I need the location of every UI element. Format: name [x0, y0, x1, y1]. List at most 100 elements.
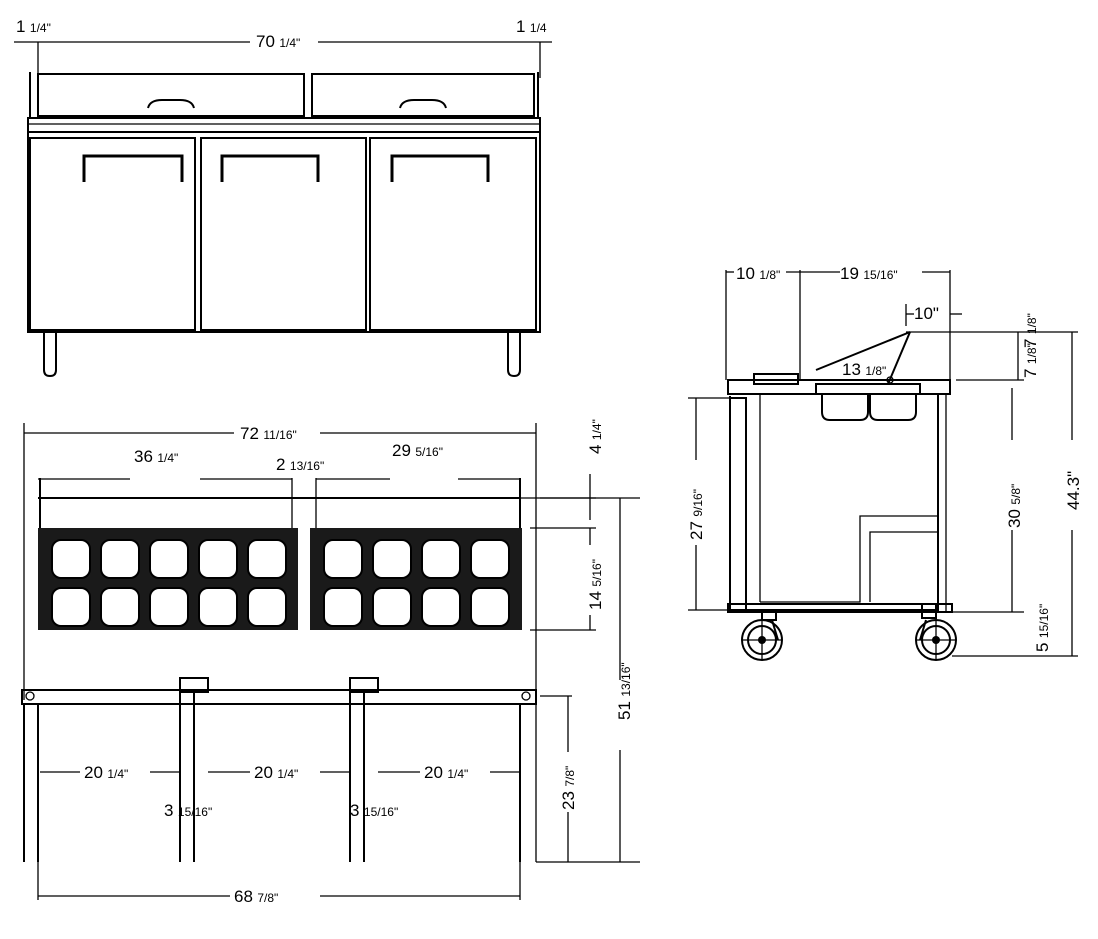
ingredient-pan [247, 539, 287, 579]
top-door-3-whole: 20 [424, 763, 443, 782]
svg-text:13 1/8": 13 1/8" [842, 360, 886, 379]
side-top-depth-whole: 19 [840, 264, 859, 283]
top-plan: 72 11/16" 36 1/4" 2 13/16" 29 5/16" 4 1/… [21, 419, 640, 906]
front-width-whole: 70 [256, 32, 275, 51]
top-door-2-whole: 20 [254, 763, 273, 782]
side-caster-height-whole: 5 [1033, 643, 1052, 652]
side-cabinet-height-whole: 27 [687, 521, 706, 540]
side-lid-height-whole: 7 [1021, 339, 1040, 348]
top-lid-depth-frac: 1/4" [590, 419, 604, 440]
ingredient-pan [198, 539, 238, 579]
top-overall-depth-frac: 13/16" [619, 662, 633, 696]
svg-text:19 15/16": 19 15/16" [840, 264, 898, 283]
svg-text:1 1/4: 1 1/4 [516, 17, 547, 36]
top-door-1-frac: 1/4" [107, 767, 128, 781]
top-lid-depth-whole: 4 [586, 445, 605, 454]
ingredient-pan [470, 587, 510, 627]
ingredient-pan [51, 587, 91, 627]
top-right-lid-whole: 29 [392, 441, 411, 460]
ingredient-pan [51, 539, 91, 579]
top-door-1-whole: 20 [84, 763, 103, 782]
svg-text:68 7/8": 68 7/8" [234, 887, 278, 906]
front-width-frac: 1/4" [279, 36, 300, 50]
side-elevation: 10 1/8" 19 15/16" 10" 13 1/8" [687, 264, 1083, 661]
ingredient-pan [421, 539, 461, 579]
side-rail-depth-frac: 1/8" [759, 268, 780, 282]
side-pan-2 [869, 394, 917, 421]
ingredient-pan [149, 587, 189, 627]
side-lower-height-frac: 1/8" [1025, 343, 1039, 364]
ingredient-pan [100, 587, 140, 627]
ingredient-pan [323, 539, 363, 579]
top-pan-depth-whole: 14 [586, 591, 605, 610]
ingredient-pan [100, 539, 140, 579]
svg-text:29 5/16": 29 5/16" [392, 441, 443, 460]
svg-text:20 1/4": 20 1/4" [424, 763, 468, 782]
side-rail-depth-whole: 10 [736, 264, 755, 283]
side-caster-right [915, 603, 957, 661]
side-top-depth-frac: 15/16" [863, 268, 897, 282]
top-overall-depth-whole: 51 [615, 701, 634, 720]
top-left-lid-whole: 36 [134, 447, 153, 466]
side-pan-opening-whole: 13 [842, 360, 861, 379]
top-gap-frac: 13/16" [290, 459, 324, 473]
ingredient-pan [372, 539, 412, 579]
svg-text:51 13/16": 51 13/16" [615, 662, 634, 720]
top-mullion-2-frac: 15/16" [364, 805, 398, 819]
top-base-width-whole: 68 [234, 887, 253, 906]
side-lid-height-frac: 1/8" [1025, 313, 1039, 334]
svg-text:23 7/8": 23 7/8" [559, 766, 578, 810]
svg-text:4 1/4": 4 1/4" [586, 419, 605, 454]
svg-text:36 1/4": 36 1/4" [134, 447, 178, 466]
side-caster-height-frac: 15/16" [1037, 604, 1051, 638]
top-right-lid-frac: 5/16" [415, 445, 443, 459]
svg-text:10 1/8": 10 1/8" [736, 264, 780, 283]
svg-text:27 9/16": 27 9/16" [687, 489, 706, 540]
side-pan-1 [821, 394, 869, 421]
side-total-height: 44.3" [1064, 471, 1083, 510]
side-work-height-frac: 5/8" [1009, 484, 1023, 505]
side-lid-open: 10" [914, 304, 939, 323]
svg-text:1 1/4": 1 1/4" [16, 17, 51, 36]
svg-text:5 15/16": 5 15/16" [1033, 604, 1052, 652]
ingredient-pan [372, 587, 412, 627]
svg-text:7 1/8": 7 1/8" [1021, 343, 1040, 378]
front-caster-left [43, 332, 57, 378]
top-overall-width-frac: 11/16" [263, 428, 296, 442]
top-left-lid-frac: 1/4" [157, 451, 178, 465]
top-door-2-frac: 1/4" [277, 767, 298, 781]
top-mullion-1-whole: 3 [164, 801, 173, 820]
svg-text:14 5/16": 14 5/16" [586, 559, 605, 610]
svg-text:2 13/16": 2 13/16" [276, 455, 324, 474]
lid-handle-left [147, 99, 195, 109]
ingredient-pan [421, 587, 461, 627]
side-work-height-whole: 30 [1005, 509, 1024, 528]
ingredient-pan [247, 587, 287, 627]
top-gap-whole: 2 [276, 455, 285, 474]
front-door-1 [29, 137, 196, 331]
side-caster-left [741, 609, 783, 661]
cutting-board [753, 373, 799, 385]
ingredient-pan [198, 587, 238, 627]
svg-text:7 1/8": 7 1/8" [1021, 313, 1040, 348]
top-door-depth-whole: 23 [559, 791, 578, 810]
top-mullion-1-frac: 15/16" [178, 805, 212, 819]
door-handle-1 [82, 154, 184, 182]
front-right-overhang-frac: 1/4 [530, 21, 547, 35]
top-door-depth-frac: 7/8" [563, 766, 577, 787]
svg-text:3 15/16": 3 15/16" [164, 801, 212, 820]
side-cabinet-height-frac: 9/16" [691, 489, 705, 517]
svg-text:20 1/4": 20 1/4" [254, 763, 298, 782]
top-pan-depth-frac: 5/16" [590, 559, 604, 587]
front-left-overhang-frac: 1/4" [30, 21, 51, 35]
door-handle-3 [390, 154, 490, 182]
front-left-overhang-whole: 1 [16, 17, 25, 36]
side-cabinet [729, 396, 939, 611]
front-right-overhang-whole: 1 [516, 17, 525, 36]
front-caster-right [507, 332, 521, 378]
top-mullion-2-whole: 3 [350, 801, 359, 820]
ingredient-pans [51, 539, 510, 627]
top-door-3-frac: 1/4" [447, 767, 468, 781]
ingredient-pan [149, 539, 189, 579]
svg-text:30 5/8": 30 5/8" [1005, 484, 1024, 528]
